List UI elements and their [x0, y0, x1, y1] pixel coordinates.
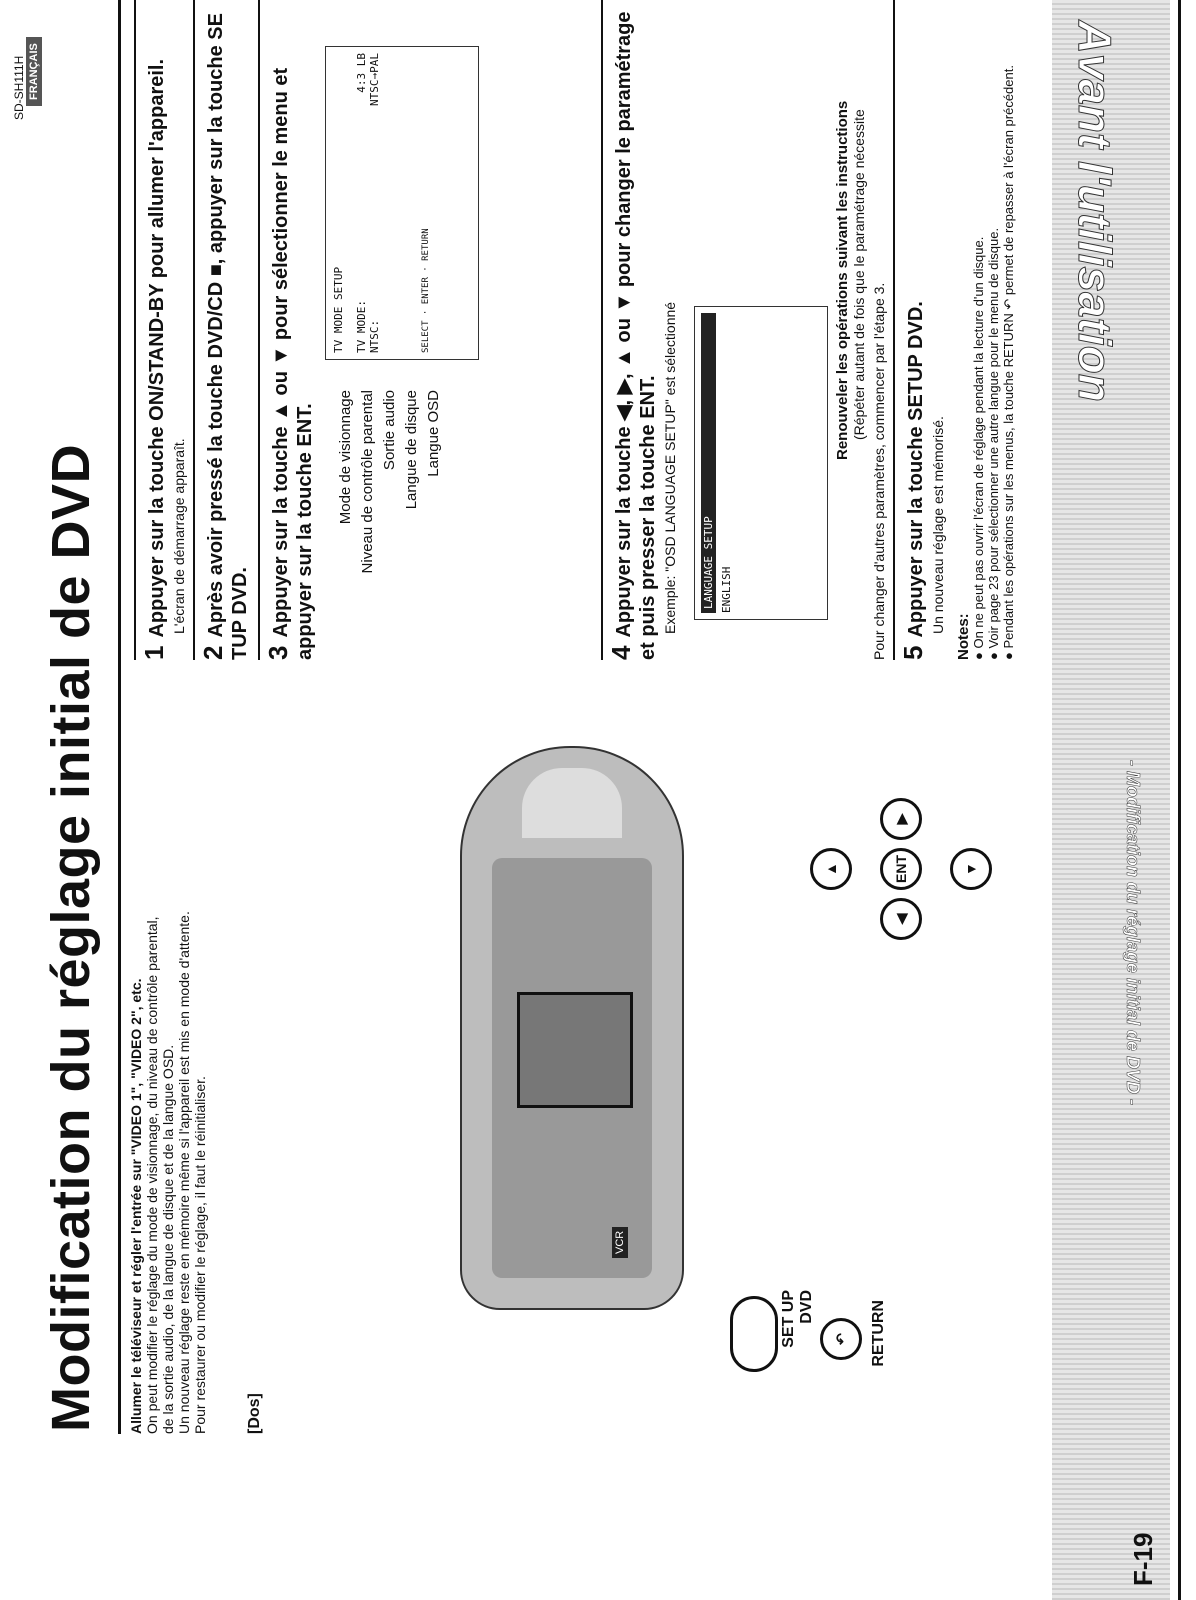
return-button-callout: ↶ — [820, 1318, 862, 1360]
intro-lead: Allumer le téléviseur et régler l'entrée… — [128, 978, 144, 1435]
menu-label: Langue OSD — [425, 390, 442, 477]
step-heading: Appuyer sur la touche ▲ ou ▼ pour sélect… — [270, 67, 316, 660]
osd-language-screen: LANGUAGE SETUP ENGLISH — [694, 306, 828, 620]
arrow-pad-callout: ▲ ◀ ENT ▶ ▼ — [810, 770, 1010, 970]
note-item: ● On ne peut pas ouvrir l'écran de régla… — [971, 236, 986, 660]
screen-line: TV MODE: — [355, 300, 368, 353]
return-arrow-icon: ↶ — [832, 1333, 849, 1345]
screen-footer: RETURN — [421, 228, 431, 261]
arrow-left-icon: ◀ — [880, 898, 922, 940]
note-text: Pendant les opérations sur les menus, la… — [1001, 65, 1016, 649]
intro-line: Un nouveau réglage reste en mémoire même… — [176, 911, 192, 1434]
ent-button-callout: ENT — [880, 848, 922, 890]
section-band-text: Avant l'utilisation - Modification du ré… — [1060, 0, 1170, 1440]
model-number: SD-SH111H — [12, 55, 26, 120]
note-text: On ne peut pas ouvrir l'écran de réglage… — [971, 236, 986, 649]
page-title: Modification du réglage initial de DVD — [41, 443, 101, 1432]
step-4: 4Appuyer sur la touche ◀, ▶, ▲ ou ▼ pour… — [606, 0, 660, 660]
menu-label: Langue de disque — [403, 390, 420, 510]
screen-value: NTSC→PAL — [368, 53, 381, 106]
step-number: 5 — [898, 645, 928, 660]
setup-dvd-label: SET UP DVD — [780, 1290, 815, 1348]
step-5: 5 Appuyer sur la touche SETUP DVD. — [898, 0, 928, 660]
step-number: 4 — [606, 645, 636, 660]
step-heading: Après avoir pressé la touche DVD/CD ■, a… — [205, 13, 251, 660]
remote-figure: VCR SET UP DVD ↶ RETURN ▲ ◀ ENT ▶ ▼ — [290, 680, 1030, 1400]
step-number: 2 — [198, 645, 228, 660]
intro-line: On peut modifier le réglage du mode de v… — [144, 916, 160, 1434]
step-text: L'écran de démarrage apparaît. — [171, 438, 187, 634]
ent-label: ENT — [893, 855, 909, 883]
note-item: ● Voir page 23 pour sélectionner une aut… — [986, 227, 1001, 660]
band-subtitle: - Modification du réglage initial de DVD… — [1123, 760, 1144, 1106]
vcr-label: VCR — [612, 1226, 628, 1258]
note-item: ● Pendant les opérations sur les menus, … — [1001, 65, 1016, 660]
screen-value: 4:3 LB — [355, 53, 368, 93]
steps-column: 1 Appuyer sur la touche ON/STAND-BY pour … — [128, 0, 1016, 660]
step-text: Un nouveau réglage est mémorisé. — [930, 416, 946, 634]
intro-line: de la sortie audio, de la langue de disq… — [160, 1044, 176, 1434]
band-title: Avant l'utilisation — [1069, 20, 1122, 403]
notes: Notes: ● On ne peut pas ouvrir l'écran d… — [955, 0, 1016, 660]
screen-footer: ENTER — [421, 277, 431, 305]
setup-dvd-button-callout — [730, 1296, 778, 1372]
step-number: 1 — [139, 645, 169, 660]
language-tab: FRANÇAIS — [26, 37, 42, 106]
bottom-rule — [1178, 0, 1181, 1600]
step-divider — [893, 0, 895, 660]
tv-mode-setup-screen: TV MODE SETUP TV MODE: 4:3 LB NTSC: NTSC→P… — [325, 46, 479, 360]
intro-line: Pour restaurer ou modifier le réglage, i… — [192, 1076, 208, 1434]
screen-title: LANGUAGE SETUP — [701, 313, 716, 613]
step-number: 3 — [263, 645, 293, 660]
notes-title: Notes: — [955, 613, 972, 660]
step-heading: Appuyer sur la touche SETUP DVD. — [905, 301, 927, 638]
screen-footer: SELECT — [421, 320, 431, 353]
note-text: Voir page 23 pour sélectionner une autre… — [986, 227, 1001, 649]
setup-menu-figure: Mode de visionnage Niveau de contrôle pa… — [325, 0, 595, 660]
step-heading: Appuyer sur la touche ◀, ▶, ▲ ou ▼ pour … — [613, 11, 659, 660]
arrow-right-icon: ▶ — [880, 798, 922, 840]
menu-labels: Mode de visionnage Niveau de contrôle pa… — [335, 390, 445, 640]
remote-control: VCR — [460, 746, 684, 1310]
step-heading: Appuyer sur la touche ON/STAND-BY pour a… — [146, 58, 168, 638]
other-params-note: Pour changer d'autres paramètres, commen… — [871, 282, 887, 660]
step-text: Exemple: "OSD LANGUAGE SETUP" est sélect… — [662, 301, 678, 634]
step-3: 3Appuyer sur la touche ▲ ou ▼ pour sélec… — [263, 0, 317, 660]
step-divider — [258, 0, 260, 660]
return-label: RETURN — [870, 1300, 887, 1367]
menu-label: Mode de visionnage — [337, 390, 354, 525]
arrow-up-icon: ▲ — [810, 848, 852, 890]
page-number: F-19 — [1128, 1532, 1158, 1586]
arrow-down-icon: ▼ — [950, 848, 992, 890]
menu-label: Sortie audio — [381, 390, 398, 471]
menu-label: Niveau de contrôle parental — [359, 390, 376, 574]
dos-label: [Dos] — [246, 1393, 263, 1434]
remote-tip — [522, 768, 622, 838]
step-divider — [193, 0, 195, 660]
step-divider — [601, 0, 603, 660]
step-1: 1 Appuyer sur la touche ON/STAND-BY pour … — [139, 0, 169, 660]
screen-value: ENGLISH — [720, 566, 733, 613]
step-2: 2Après avoir pressé la touche DVD/CD ■, … — [198, 0, 252, 660]
step-divider — [134, 0, 136, 660]
screen-line: NTSC: — [368, 319, 381, 353]
osd-language-figure: LANGUAGE SETUP ENGLISH — [684, 0, 834, 660]
title-divider — [118, 0, 121, 1434]
intro-text: Allumer le téléviseur et régler l'entrée… — [128, 714, 208, 1434]
cursor-pad — [517, 992, 633, 1108]
repeat-instruction: Renouveler les opérations suivant les in… — [834, 100, 851, 460]
screen-title: TV MODE SETUP — [332, 266, 345, 353]
repeat-note: (Répéter autant de fois que le paramétra… — [851, 109, 867, 440]
